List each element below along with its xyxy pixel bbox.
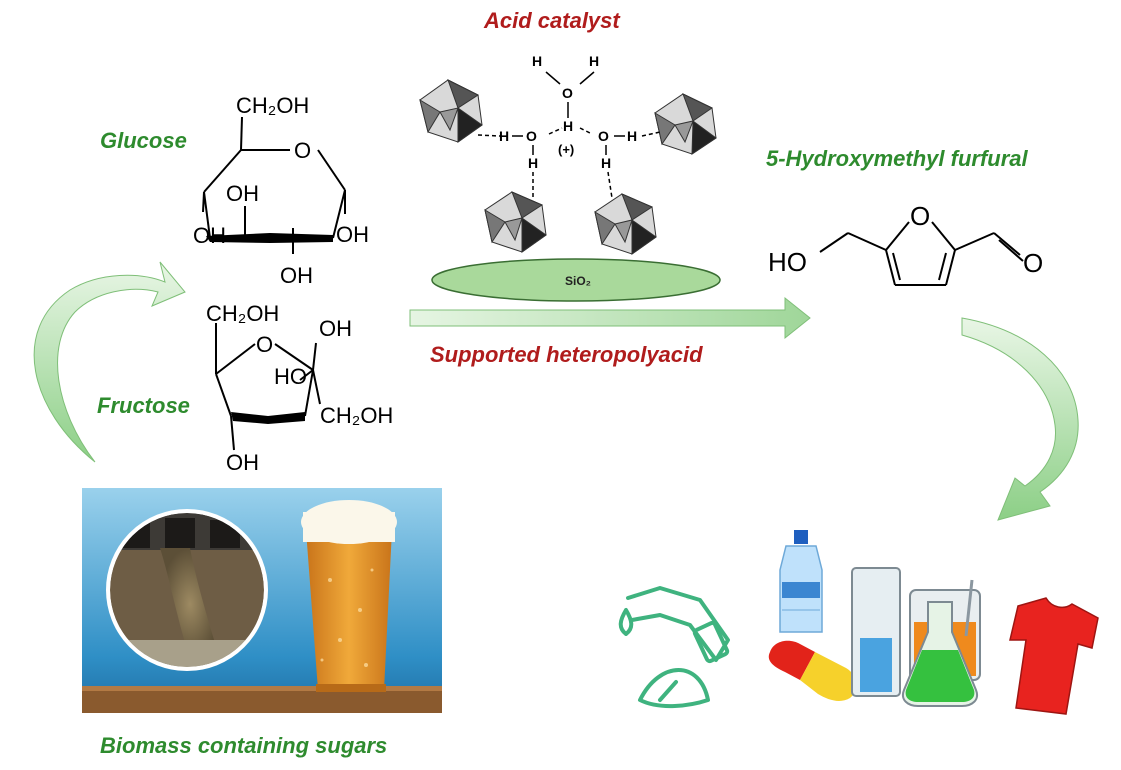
water-h-right: H [589, 53, 599, 69]
fructose-ch2oh-right: CH₂OH [320, 403, 393, 428]
capsule-icon [768, 640, 857, 701]
supported-heteropolyacid-label: Supported heteropolyacid [430, 342, 703, 367]
hmf-ho: HO [768, 247, 807, 277]
fructose-oh-bottom: OH [226, 450, 259, 475]
glucose-oh-c2: OH [280, 263, 313, 288]
glucose-oh-c3: OH [193, 223, 226, 248]
central-h: H [563, 118, 573, 134]
cycle-arrow-right [961, 317, 1079, 521]
cycle-arrow-left [33, 261, 186, 463]
water-bottle-icon [779, 530, 823, 633]
right-o: O [598, 128, 609, 144]
fuel-nozzle-icon [618, 586, 730, 709]
glucose-oh-c1: OH [336, 222, 369, 247]
biomass-label: Biomass containing sugars [100, 733, 388, 758]
glucose-ch2oh: CH₂OH [236, 93, 309, 118]
lab-glassware-icon [851, 567, 981, 707]
products-illustration [618, 530, 1099, 715]
charge-label: (+) [558, 142, 574, 157]
water-o: O [562, 85, 573, 101]
left-lower-h: H [528, 155, 538, 171]
water-h-left: H [532, 53, 542, 69]
acid-catalyst-label: Acid catalyst [484, 8, 620, 33]
right-lower-h: H [601, 155, 611, 171]
hmf-structure [819, 221, 1024, 286]
fructose-ring-o: O [256, 332, 273, 357]
hmf-ring-o: O [910, 201, 930, 231]
hmf-aldehyde-o: O [1023, 248, 1043, 278]
beer-glass [306, 530, 392, 690]
catalyst-scheme: SiO₂ H H O H [419, 53, 721, 302]
right-h: H [627, 128, 637, 144]
fructose-label: Fructose [97, 393, 190, 418]
keggin-cluster-3 [484, 191, 547, 253]
keggin-cluster-2 [654, 93, 717, 155]
keggin-cluster-1 [419, 78, 483, 143]
glucose-oh-c4: OH [226, 181, 259, 206]
fructose-oh-top: OH [319, 316, 352, 341]
glucose-label: Glucose [100, 128, 187, 153]
glucose-structure [202, 116, 346, 254]
reaction-arrow [409, 296, 811, 340]
hmf-label: 5-Hydroxymethyl furfural [766, 146, 1028, 171]
tshirt-icon [1009, 597, 1099, 715]
fructose-ch2oh-top: CH₂OH [206, 301, 279, 326]
silica-support-label: SiO₂ [565, 274, 591, 288]
fructose-ho-mid: HO [274, 364, 307, 389]
left-o: O [526, 128, 537, 144]
silica-support [431, 258, 721, 302]
fructose-structure [215, 323, 321, 451]
glucose-ring-o: O [294, 138, 311, 163]
keggin-cluster-4 [594, 193, 657, 255]
left-h: H [499, 128, 509, 144]
biomass-photo [82, 488, 442, 713]
